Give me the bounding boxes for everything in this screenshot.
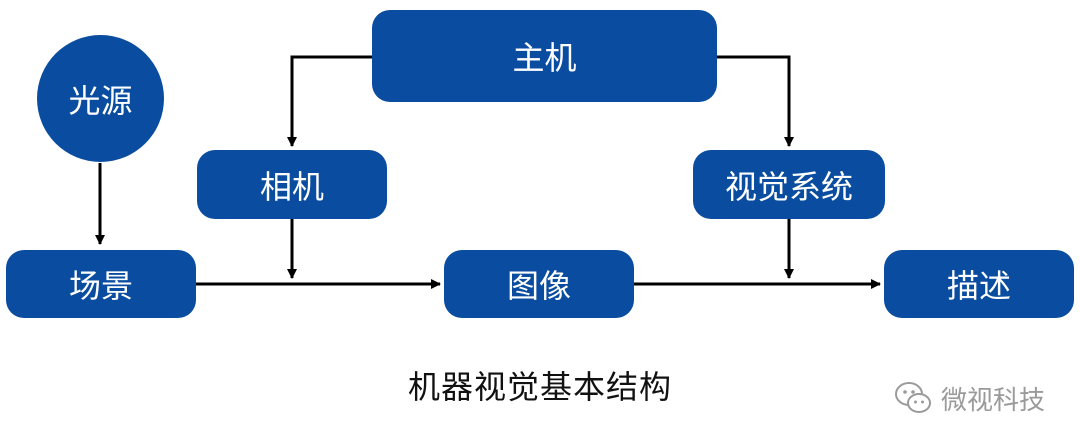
- node-light-source: 光源: [37, 35, 164, 162]
- node-scene: 场景: [6, 250, 196, 318]
- node-vision-system: 视觉系统: [693, 150, 885, 219]
- arrow-host-to-vision: [717, 55, 794, 147]
- watermark-text: 微视科技: [941, 385, 1046, 416]
- arrow-host-to-camera: [287, 55, 372, 147]
- wechat-icon: [895, 382, 931, 413]
- node-host: 主机: [372, 10, 717, 102]
- diagram-caption: 机器视觉基本结构: [407, 368, 672, 406]
- node-description: 描述: [884, 250, 1074, 318]
- node-camera: 相机: [197, 150, 387, 219]
- node-image: 图像: [444, 250, 634, 318]
- watermark: 微视科技: [893, 378, 1045, 418]
